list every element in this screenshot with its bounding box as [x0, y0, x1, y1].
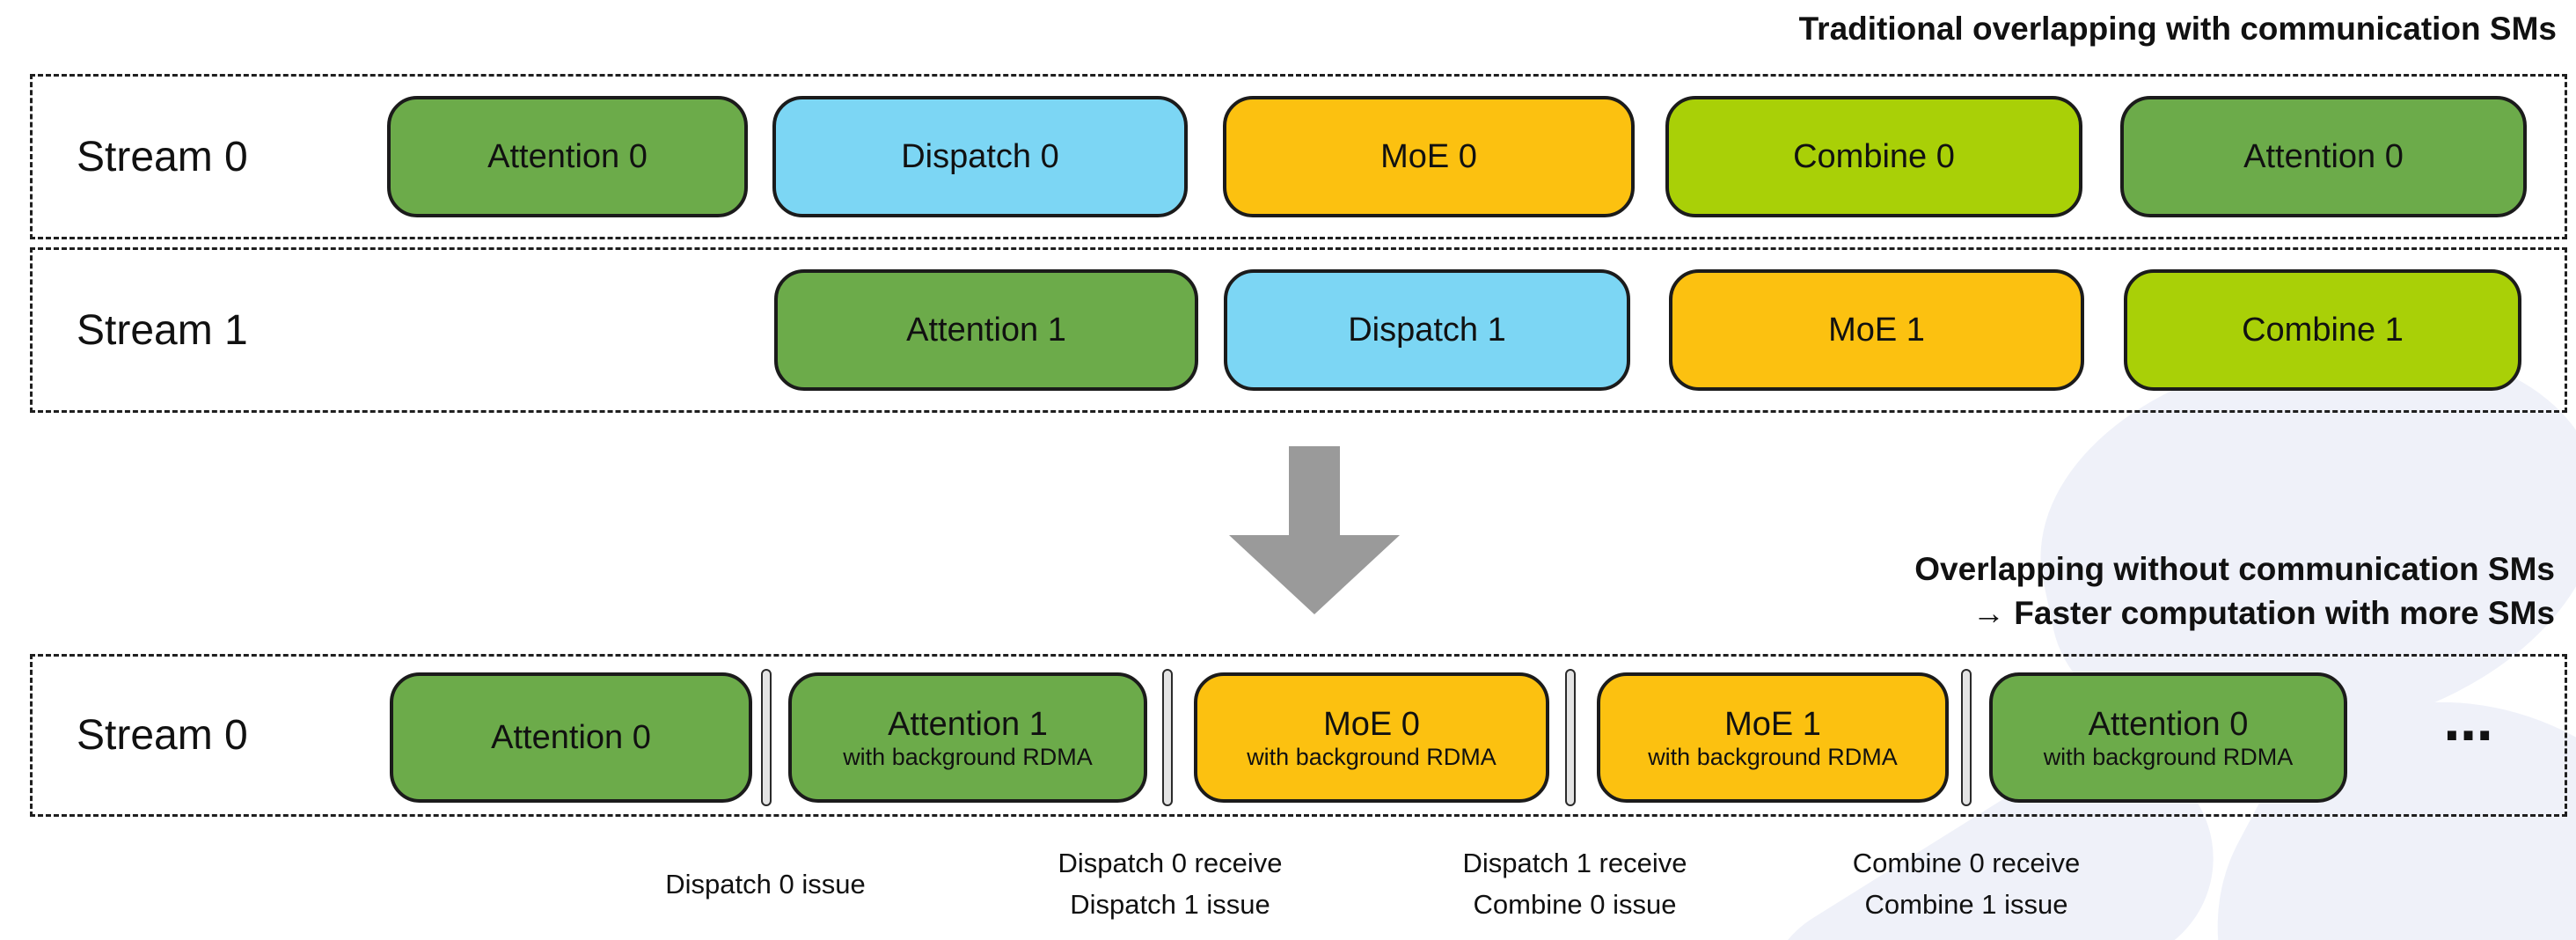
continuation-ellipsis: ⋯ — [2443, 707, 2496, 763]
stream-0-row-traditional: Stream 0 Attention 0 Dispatch 0 MoE 0 Co… — [30, 74, 2567, 239]
stream-0-row-overlapped: Stream 0 Attention 0 Attention 1 with ba… — [30, 654, 2567, 817]
block-attention-1: Attention 1 — [774, 269, 1198, 391]
block-label: Attention 1 — [888, 706, 1048, 743]
block-label: Attention 1 — [906, 312, 1066, 349]
annotation-dispatch-1-receive: Dispatch 1 receive Combine 0 issue — [1372, 838, 1777, 929]
bottom-section-title: Overlapping without communication SMs → … — [1914, 547, 2555, 635]
block-attention-0-rdma: Attention 0 with background RDMA — [1989, 672, 2347, 803]
block-label: MoE 1 — [1828, 312, 1925, 349]
stream-label: Stream 0 — [77, 133, 248, 180]
block-label: Attention 0 — [487, 138, 648, 175]
block-label: Combine 0 — [1793, 138, 1955, 175]
annotation-dispatch-0-receive: Dispatch 0 receive Dispatch 1 issue — [968, 838, 1372, 929]
block-dispatch-0: Dispatch 0 — [772, 96, 1188, 217]
block-label: Attention 0 — [2243, 138, 2404, 175]
block-attention-0: Attention 0 — [387, 96, 748, 217]
block-label: Dispatch 0 — [901, 138, 1059, 175]
stream-sync-divider — [1565, 669, 1576, 806]
block-combine-0: Combine 0 — [1665, 96, 2082, 217]
block-label: Attention 0 — [2088, 706, 2249, 743]
annotation-combine-0-receive: Combine 0 receive Combine 1 issue — [1764, 838, 2169, 929]
block-subtitle: with background RDMA — [1648, 744, 1898, 770]
block-label: MoE 1 — [1724, 706, 1821, 743]
stream-sync-divider — [761, 669, 772, 806]
block-moe-1-rdma: MoE 1 with background RDMA — [1597, 672, 1949, 803]
stream-label: Stream 1 — [77, 306, 248, 354]
block-label: Combine 1 — [2242, 312, 2404, 349]
block-combine-1: Combine 1 — [2124, 269, 2521, 391]
stream-sync-divider — [1961, 669, 1972, 806]
block-attention-0-next: Attention 0 — [2120, 96, 2527, 217]
block-label: MoE 0 — [1323, 706, 1420, 743]
annotation-line: Dispatch 1 receive — [1462, 848, 1687, 878]
bottom-title-line2: → Faster computation with more SMs — [1972, 595, 2555, 631]
block-subtitle: with background RDMA — [843, 744, 1093, 770]
bottom-title-line1: Overlapping without communication SMs — [1914, 551, 2555, 587]
down-arrow-icon — [1229, 446, 1400, 614]
stream-label: Stream 0 — [77, 712, 248, 759]
annotation-dispatch-0-issue: Dispatch 0 issue — [563, 838, 968, 929]
annotation-line: Combine 0 receive — [1852, 848, 2081, 878]
annotation-line: Dispatch 0 issue — [665, 868, 866, 900]
block-dispatch-1: Dispatch 1 — [1224, 269, 1630, 391]
block-label: MoE 0 — [1380, 138, 1477, 175]
stream-sync-divider — [1162, 669, 1173, 806]
block-moe-0-rdma: MoE 0 with background RDMA — [1194, 672, 1549, 803]
block-label: Dispatch 1 — [1348, 312, 1506, 349]
block-attention-0: Attention 0 — [390, 672, 752, 803]
block-subtitle: with background RDMA — [2043, 744, 2294, 770]
annotation-line: Combine 1 issue — [1864, 889, 2068, 920]
block-moe-0: MoE 0 — [1223, 96, 1635, 217]
annotation-line: Dispatch 0 receive — [1057, 848, 1283, 878]
block-attention-1-rdma: Attention 1 with background RDMA — [788, 672, 1147, 803]
stream-1-row-traditional: Stream 1 Attention 1 Dispatch 1 MoE 1 Co… — [30, 247, 2567, 413]
annotation-line: Dispatch 1 issue — [1070, 889, 1270, 920]
annotation-line: Combine 0 issue — [1473, 889, 1677, 920]
top-section-title: Traditional overlapping with communicati… — [1798, 11, 2557, 47]
block-label: Attention 0 — [491, 719, 651, 756]
block-subtitle: with background RDMA — [1247, 744, 1497, 770]
block-moe-1: MoE 1 — [1669, 269, 2084, 391]
